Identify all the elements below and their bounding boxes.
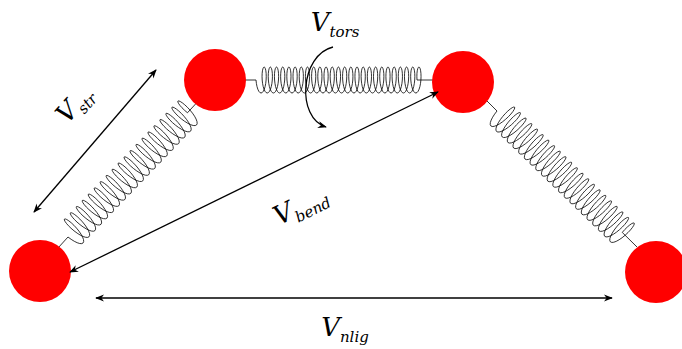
atom [432,51,494,113]
atom [9,240,71,302]
distance-arrow [34,70,156,212]
spring [245,67,434,93]
spring [487,101,637,247]
energy-label: Vtors [311,9,360,35]
distance-arrow [96,297,612,298]
torsion-arrow [306,47,333,127]
energy-label: Vbend [269,181,331,229]
atom [184,49,246,111]
distance-arrow [70,92,438,272]
energy-label: Vnlig [321,314,369,340]
energy-label: Vstr [51,81,97,128]
atom [625,241,682,303]
